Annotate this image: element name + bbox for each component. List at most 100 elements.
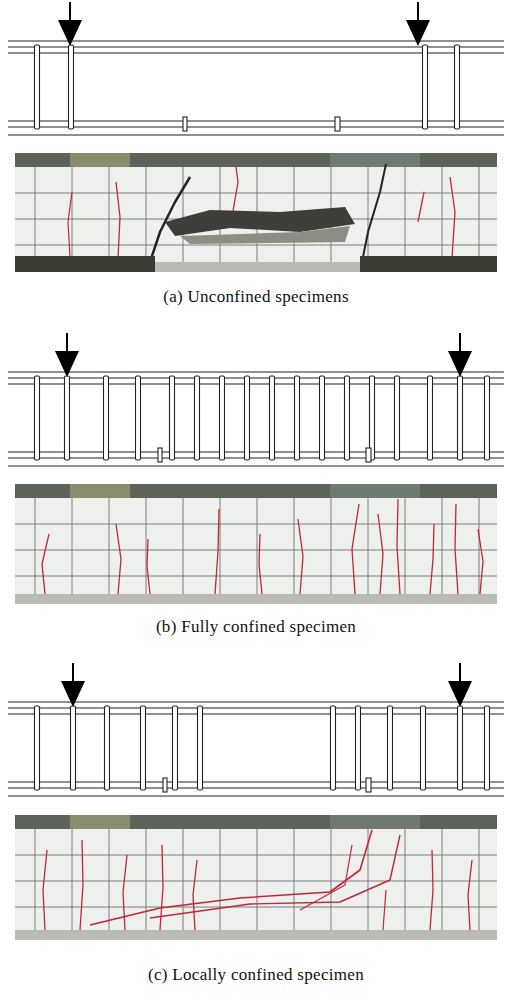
rebar-line	[8, 713, 504, 714]
stirrup	[105, 706, 110, 790]
grid-line	[72, 829, 73, 930]
load-arrow-head	[55, 351, 79, 377]
beam-top-line	[8, 372, 504, 373]
grid-line	[257, 829, 258, 930]
grid-line	[146, 498, 147, 594]
stirrup	[141, 706, 146, 790]
grid-line	[331, 498, 332, 594]
grid-line	[220, 829, 221, 930]
load-arrow-head	[448, 351, 472, 377]
grid-line	[294, 829, 295, 930]
stirrup	[35, 376, 40, 460]
specimen-photo	[15, 484, 497, 604]
beam-bottom-line	[8, 796, 504, 797]
crack-line	[378, 514, 383, 594]
crushed-concrete	[180, 226, 350, 244]
grid-line	[109, 167, 110, 262]
stirrup	[173, 706, 178, 790]
stirrup	[331, 706, 336, 790]
stirrup	[320, 376, 325, 460]
grid-line	[442, 829, 443, 930]
crack-line	[259, 534, 262, 594]
reinforcement-schematic	[8, 333, 504, 466]
lab-background	[15, 153, 497, 167]
stirrup	[35, 706, 40, 790]
rebar-line	[8, 46, 504, 47]
grid-line	[15, 576, 497, 577]
stirrup	[170, 376, 175, 460]
photo-background	[15, 815, 497, 940]
grid-line	[294, 498, 295, 594]
load-arrow-head	[61, 681, 85, 707]
stirrup	[65, 376, 70, 460]
stirrup	[455, 45, 460, 129]
grid-line	[183, 829, 184, 930]
beam-face	[15, 829, 497, 930]
strain-gauge	[335, 117, 340, 131]
beam-top-line	[8, 41, 504, 42]
lab-background	[70, 484, 130, 498]
load-arrow-shaft	[66, 333, 68, 353]
crack-line	[42, 534, 49, 594]
load-arrow-head	[406, 20, 430, 46]
stirrup	[270, 376, 275, 460]
support	[15, 256, 155, 272]
rebar-line	[8, 787, 504, 788]
grid-line	[146, 167, 147, 262]
grid-line	[15, 245, 497, 246]
crack-line	[116, 182, 120, 259]
stirrup	[370, 376, 375, 460]
grid-line	[405, 167, 406, 262]
grid-line	[257, 498, 258, 594]
stirrup	[295, 376, 300, 460]
load-arrow-head	[58, 20, 82, 46]
figure-caption: (c) Locally confined specimen	[148, 965, 364, 985]
lab-background	[70, 153, 130, 167]
strain-gauge	[158, 448, 162, 462]
grid-line	[220, 498, 221, 594]
crack-line	[150, 835, 400, 918]
specimen-photo	[15, 815, 497, 940]
crack-line	[160, 845, 163, 930]
load-arrow-shaft	[417, 2, 419, 22]
grid-line	[479, 167, 480, 262]
stirrup	[195, 376, 200, 460]
stirrup	[423, 45, 428, 129]
beam-shadow	[15, 594, 497, 604]
grid-line	[442, 167, 443, 262]
grid-line	[109, 829, 110, 930]
crack-line	[430, 524, 434, 594]
crack-line	[298, 519, 303, 594]
crack-line	[450, 177, 455, 258]
rebar-line	[8, 126, 504, 127]
major-crack	[362, 164, 386, 262]
grid-line	[72, 498, 73, 594]
grid-line	[183, 167, 184, 262]
lab-background	[330, 484, 420, 498]
grid-line	[405, 498, 406, 594]
rebar-line	[8, 120, 504, 121]
stirrup	[356, 706, 361, 790]
grid-line	[15, 193, 497, 194]
load-arrow-shaft	[69, 2, 71, 22]
grid-line	[72, 167, 73, 262]
beam-top-line	[8, 702, 504, 703]
crack-line	[352, 504, 359, 594]
strain-gauge	[366, 778, 371, 792]
stirrup	[485, 706, 490, 790]
crack-line	[418, 192, 424, 222]
grid-line	[15, 881, 497, 882]
stirrup	[104, 376, 109, 460]
stirrup	[69, 45, 74, 129]
stirrup	[245, 376, 250, 460]
crack-line	[430, 850, 433, 930]
grid-line	[109, 498, 110, 594]
reinforcement-schematic	[8, 2, 504, 135]
beam-bottom-line	[8, 466, 504, 467]
figure-caption: (a) Unconfined specimens	[163, 287, 349, 307]
beam-bottom-line	[8, 135, 504, 136]
grid-line	[331, 829, 332, 930]
photo-background	[15, 153, 497, 272]
lab-background	[330, 815, 420, 829]
